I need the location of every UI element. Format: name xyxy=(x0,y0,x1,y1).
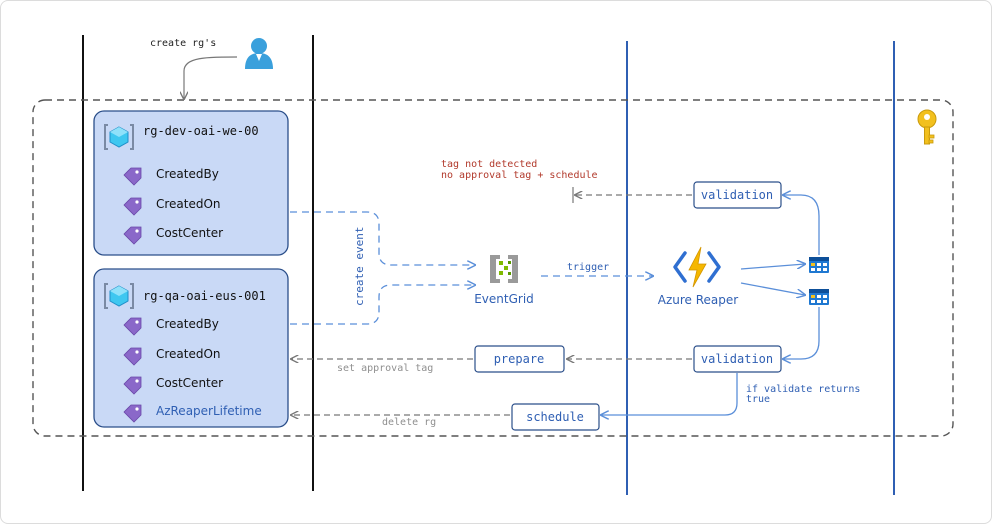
tag-not-detected-label-1: tag not detected xyxy=(441,159,537,170)
eventgrid-icon xyxy=(490,255,518,283)
reaper-to-table-1 xyxy=(740,264,805,270)
tag-not-detected-label-2: no approval tag + schedule xyxy=(441,170,598,181)
resource-group-icon xyxy=(104,283,134,309)
svg-text:CostCenter: CostCenter xyxy=(156,376,223,390)
delete-rg-label: delete rg xyxy=(382,417,436,428)
resource-group-name: rg-qa-oai-eus-001 xyxy=(143,289,266,303)
schedule-box[interactable]: schedule xyxy=(511,403,600,431)
svg-text:CostCenter: CostCenter xyxy=(156,226,223,240)
svg-text:CreatedOn: CreatedOn xyxy=(156,197,221,211)
if-validate-label-1: if validate returns xyxy=(746,384,860,395)
trigger-label: trigger xyxy=(567,262,609,273)
tag-row: CostCenter xyxy=(123,376,223,395)
set-approval-tag-label: set approval tag xyxy=(337,363,433,374)
tag-row: CreatedBy xyxy=(123,317,219,336)
tag-row: CostCenter xyxy=(123,226,223,245)
validation-bottom-box[interactable]: validation xyxy=(693,345,782,373)
reaper-to-table-2 xyxy=(740,282,805,295)
svg-text:CreatedOn: CreatedOn xyxy=(156,347,221,361)
resource-group-card-1[interactable]: rg-dev-oai-we-00 CreatedBy CreatedOn Cos… xyxy=(93,110,289,256)
table-to-validation-top xyxy=(783,195,820,255)
svg-text:CreatedBy: CreatedBy xyxy=(156,167,219,181)
tag-row: CreatedOn xyxy=(123,347,221,366)
validation-top-box[interactable]: validation xyxy=(693,181,782,209)
svg-text:prepare: prepare xyxy=(494,352,545,366)
create-event-connector xyxy=(290,211,475,265)
prepare-box[interactable]: prepare xyxy=(474,345,565,373)
tag-row: CreatedOn xyxy=(123,197,221,216)
resource-group-name: rg-dev-oai-we-00 xyxy=(143,124,259,138)
if-validate-label-2: true xyxy=(746,394,770,405)
create-rgs-arrow xyxy=(184,56,238,99)
create-event-label: create event xyxy=(353,227,366,306)
azure-function-icon xyxy=(673,246,721,288)
resource-group-card-2[interactable]: rg-qa-oai-eus-001 CreatedBy CreatedOn Co… xyxy=(93,268,289,428)
create-rgs-label: create rg's xyxy=(150,38,216,49)
svg-text:validation: validation xyxy=(701,188,773,202)
table-storage-icon xyxy=(809,289,829,305)
reaper-label[interactable]: Azure Reaper xyxy=(658,293,739,307)
subscription-boundary xyxy=(32,99,954,437)
validation-to-schedule-arrow xyxy=(601,373,738,415)
eventgrid-label[interactable]: EventGrid xyxy=(474,292,534,306)
svg-text:validation: validation xyxy=(701,352,773,366)
table-to-validation-bottom xyxy=(783,307,820,359)
tag-row: AzReaperLifetime xyxy=(123,404,262,423)
svg-text:schedule: schedule xyxy=(526,410,584,424)
key-icon xyxy=(917,109,937,145)
svg-text:CreatedBy: CreatedBy xyxy=(156,317,219,331)
user-icon xyxy=(245,38,273,69)
tag-row: CreatedBy xyxy=(123,167,219,186)
resource-group-icon xyxy=(104,124,134,150)
svg-text:AzReaperLifetime: AzReaperLifetime xyxy=(156,404,262,418)
table-storage-icon xyxy=(809,257,829,273)
create-event-connector xyxy=(290,285,475,325)
